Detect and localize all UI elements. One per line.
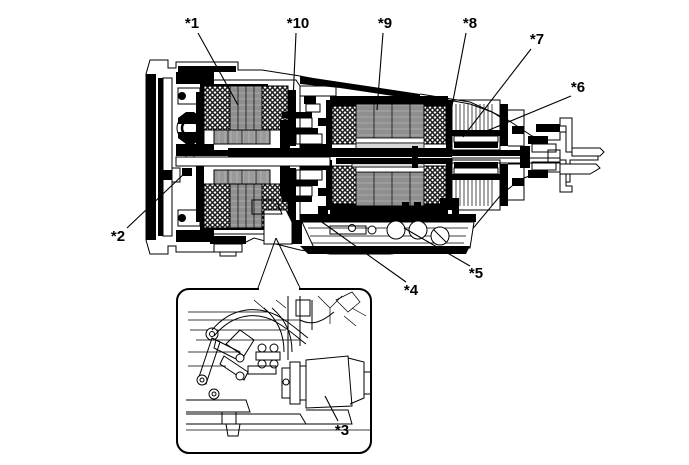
leader-1 [197,32,239,106]
leader-lines [126,32,572,422]
leader-9 [376,32,384,111]
leader-4 [311,214,407,283]
inset-artwork [186,291,370,437]
transaxle-cutaway [145,59,605,257]
leader-7 [462,48,532,138]
callout-label-3: *3 [335,422,349,439]
callout-label-2: *2 [111,228,125,245]
main-shaft [175,146,561,168]
callout-labels: *1 *2 *3 *4 *5 *6 *7 *8 *9 *10 [111,15,585,439]
callout-label-6: *6 [571,79,585,96]
callout-label-5: *5 [469,265,483,282]
callout-label-7: *7 [530,31,544,48]
callout-label-4: *4 [404,282,419,299]
callout-label-10: *10 [287,15,310,32]
inset-pointer [257,237,301,289]
callout-label-8: *8 [463,15,477,32]
power-split-planetary [280,85,337,202]
leader-8 [451,32,467,107]
leader-6 [476,95,572,136]
leader-2 [126,171,187,229]
inset-actuator-block [305,355,353,409]
inset-detail-view [176,237,372,454]
mg2-stator-lower [326,160,452,214]
leader-5 [403,227,471,267]
mg1-stator-upper [196,84,296,150]
leader-3 [324,395,339,422]
callout-label-9: *9 [378,15,392,32]
clutch-brake-pack [451,99,525,211]
callout-label-1: *1 [185,15,199,32]
valve-body-oil-pan [251,198,476,254]
output-extension-housing [528,117,605,193]
leader-10 [291,32,297,125]
